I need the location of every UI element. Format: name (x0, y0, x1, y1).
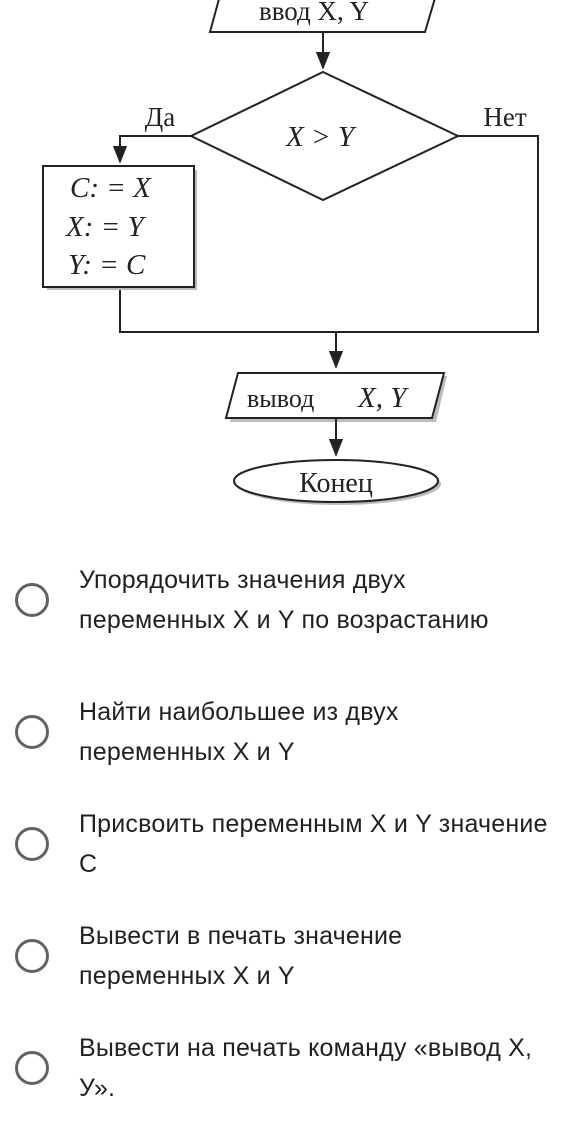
no-branch-line (119, 135, 539, 333)
yes-branch-line (112, 135, 191, 164)
swap-block (42, 165, 195, 288)
no-label: Нет (483, 102, 526, 132)
option-3[interactable]: Присвоить переменным X и Y значение C (0, 804, 588, 884)
end-block (233, 459, 439, 503)
input-block-label: ввод X, Y (259, 0, 369, 26)
decision-condition: X > Y (285, 121, 357, 153)
radio-button[interactable] (15, 715, 49, 749)
flowchart-diagram: ввод X, Y X > Y Да Нет C: = X X: = Y Y: … (42, 0, 539, 505)
option-5[interactable]: Вывести на печать команду «вывод X, У». (0, 1028, 588, 1108)
radio-button[interactable] (15, 827, 49, 861)
output-block (224, 372, 446, 419)
radio-button[interactable] (15, 939, 49, 973)
swap-line-2: X: = Y (65, 211, 146, 243)
answer-options: Упорядочить значения двух переменных X и… (0, 540, 588, 1108)
decision-block (188, 70, 461, 202)
option-1[interactable]: Упорядочить значения двух переменных X и… (0, 540, 588, 660)
yes-label: Да (145, 102, 175, 132)
option-label: Упорядочить значения двух переменных X и… (79, 566, 489, 634)
radio-button[interactable] (15, 583, 49, 617)
option-label: Вывести на печать команду «вывод X, У». (79, 1034, 533, 1102)
radio-button[interactable] (15, 1051, 49, 1085)
output-block-word: вывод (247, 384, 314, 413)
option-label: Присвоить переменным X и Y значение C (79, 810, 548, 878)
end-block-label: Конец (299, 468, 373, 499)
option-4[interactable]: Вывести в печать значение переменных X и… (0, 916, 588, 996)
option-label: Вывести в печать значение переменных X и… (79, 922, 403, 990)
output-block-vars: X, Y (357, 382, 409, 414)
swap-line-3: Y: = C (68, 249, 146, 281)
input-block (208, 0, 436, 33)
flowchart-image: ввод X, Y X > Y Да Нет C: = X X: = Y Y: … (0, 0, 588, 515)
option-2[interactable]: Найти наибольшее из двух переменных X и … (0, 692, 588, 772)
swap-line-1: C: = X (70, 172, 152, 204)
option-label: Найти наибольшее из двух переменных X и … (79, 698, 399, 766)
